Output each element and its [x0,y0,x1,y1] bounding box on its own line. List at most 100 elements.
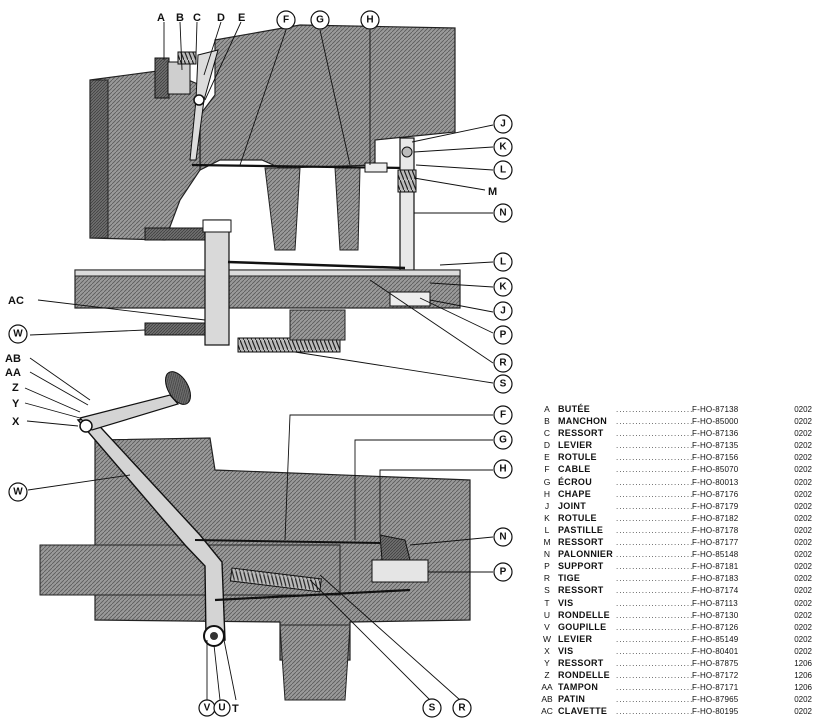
side-view [39,371,471,701]
chassis-rail-top-strip [74,269,461,277]
part-dots: .............................. [616,538,692,548]
callout-B: B [176,12,184,24]
part-code: 0202 [794,610,812,620]
parts-list-row: ABPATIN..............................F-H… [536,693,812,705]
part-code: 0202 [794,477,812,487]
pedal-pad-upper [144,227,206,241]
part-name: ÉCROU [558,476,593,487]
circle-K-top: K [493,137,513,157]
circle-U: U [213,699,231,717]
part-code: 0202 [794,646,812,656]
cable-clevis [364,162,388,173]
parts-list-row: URONDELLE..............................F… [536,609,812,621]
parts-list-row: SRESSORT..............................F-… [536,584,812,596]
circle-G-top: G [310,10,330,30]
part-dots: .............................. [616,489,692,499]
part-name: RESSORT [558,657,604,668]
callout-M: M [488,186,497,198]
part-letter: AA [541,682,553,693]
part-dots: .............................. [616,646,692,656]
part-code: 0202 [794,429,812,439]
part-code: 0202 [794,634,812,644]
part-dots: .............................. [616,429,692,439]
part-code: 0202 [794,453,812,463]
callout-W-bottom: W [13,487,23,498]
parts-list-row: P SUPPORT..............................F-… [536,560,812,572]
part-reference: F-HO-85148 [692,550,739,560]
part-code: 0202 [794,405,812,414]
part-letter: D [543,440,551,451]
pushrod [227,260,406,270]
part-reference: F-HO-87126 [692,622,739,632]
callouts: A B C D E F G H J K L M [5,10,513,718]
part-letter: P [544,561,550,572]
callout-J-top: J [500,119,506,130]
part-name: JOINT [558,500,587,511]
parts-list-row: JJOINT..............................F-HO… [536,500,812,512]
circle-G-bottom: G [493,430,513,450]
part-name: RONDELLE [558,670,610,681]
callout-AC: AC [8,295,24,307]
part-dots: .............................. [616,417,692,427]
part-letter: H [543,488,551,499]
part-name: TIGE [558,573,581,584]
part-letter: C [543,428,551,439]
pedal-lever [76,417,226,641]
pushrod-side [214,588,411,602]
release-stop [154,57,170,99]
part-dots: .............................. [616,513,692,523]
callout-P-mid: P [500,330,507,341]
part-reference: F-HO-87181 [692,562,739,572]
parts-list-row: FCABLE..............................F-HO… [536,463,812,475]
circle-N-bottom: N [493,527,513,547]
bellhousing-face [89,79,109,239]
circle-P-mid: P [493,325,513,345]
callout-V: V [204,703,211,714]
circle-F-top: F [276,10,296,30]
part-code: 0202 [794,586,812,596]
part-code: 0202 [794,538,812,548]
part-name: RESSORT [558,537,604,548]
parts-list-row: YRESSORT..............................F-… [536,657,812,669]
callout-AB: AB [5,353,21,365]
part-name: BUTÉE [558,404,591,414]
part-reference: F-HO-87176 [692,489,739,499]
part-dots: .............................. [616,477,692,487]
parts-list-row: ACCLAVETTE..............................… [536,705,812,717]
part-name: SUPPORT [558,561,604,572]
callout-C: C [193,12,201,24]
parts-list-row: XVIS..............................F-HO-8… [536,645,812,657]
circle-R-bottom: R [452,698,472,718]
part-letter: K [544,512,550,523]
callout-J-mid: J [500,306,506,317]
part-reference: F-HO-87174 [692,586,739,596]
part-letter: AC [541,706,553,717]
part-reference: F-HO-87135 [692,441,739,451]
return-spring [237,337,341,353]
part-code: 0202 [794,417,812,427]
part-name: RONDELLE [558,609,610,620]
part-code: 0202 [794,513,812,523]
part-letter: L [544,524,550,535]
part-letter: M [543,537,551,548]
circle-W-top: W [8,324,28,344]
part-dots: .............................. [616,453,692,463]
pedal-pivot [79,419,93,433]
parts-list-row: LPASTILLE..............................F… [536,524,812,536]
parts-list-row: M RESSORT..............................F-… [536,536,812,548]
part-reference: F-HO-87177 [692,538,739,548]
parts-list-row: EROTULE..............................F-H… [536,451,812,463]
callout-P-bottom: P [500,567,507,578]
release-spring [177,51,197,65]
part-letter: Z [544,670,550,681]
parts-list-row: DLEVIER..............................F-H… [536,439,812,451]
part-dots: .............................. [616,562,692,572]
circle-L-mid: L [493,252,513,272]
spring-bracket [289,309,346,341]
leader-lines [24,21,494,701]
circle-S-bottom: S [422,698,442,718]
callout-U: U [218,703,225,714]
pedal-shaft [204,219,230,346]
part-code: 1206 [794,683,812,693]
gearbox-housing [199,24,456,171]
